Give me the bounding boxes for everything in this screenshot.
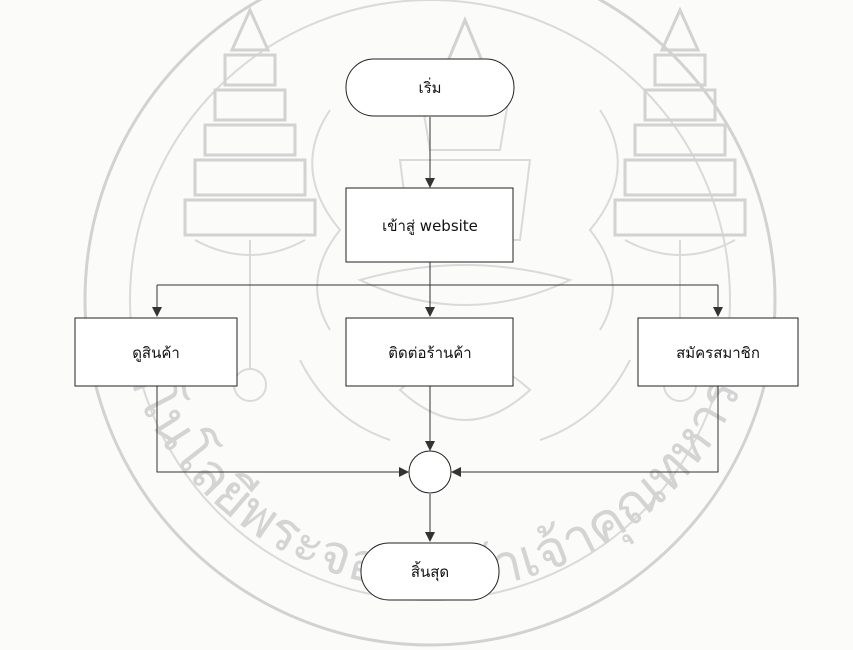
enter-website-node: เข้าสู่ website — [346, 188, 513, 262]
merge-connector — [409, 451, 451, 493]
contact-shop-node-label: ติดต่อร้านค้า — [388, 344, 471, 362]
view-products-node: ดูสินค้า — [75, 318, 237, 386]
register-node: สมัครสมาชิก — [638, 318, 798, 386]
contact-shop-node: ติดต่อร้านค้า — [346, 318, 513, 386]
view-products-node-label: ดูสินค้า — [132, 344, 180, 362]
start-node: เริ่ม — [346, 59, 514, 116]
start-node-label: เริ่ม — [418, 77, 441, 97]
end-node-label: สิ้นสุด — [411, 561, 449, 582]
enter-website-node-label: เข้าสู่ website — [382, 217, 478, 235]
register-node-label: สมัครสมาชิก — [676, 344, 760, 362]
end-node: สิ้นสุด — [361, 543, 499, 600]
